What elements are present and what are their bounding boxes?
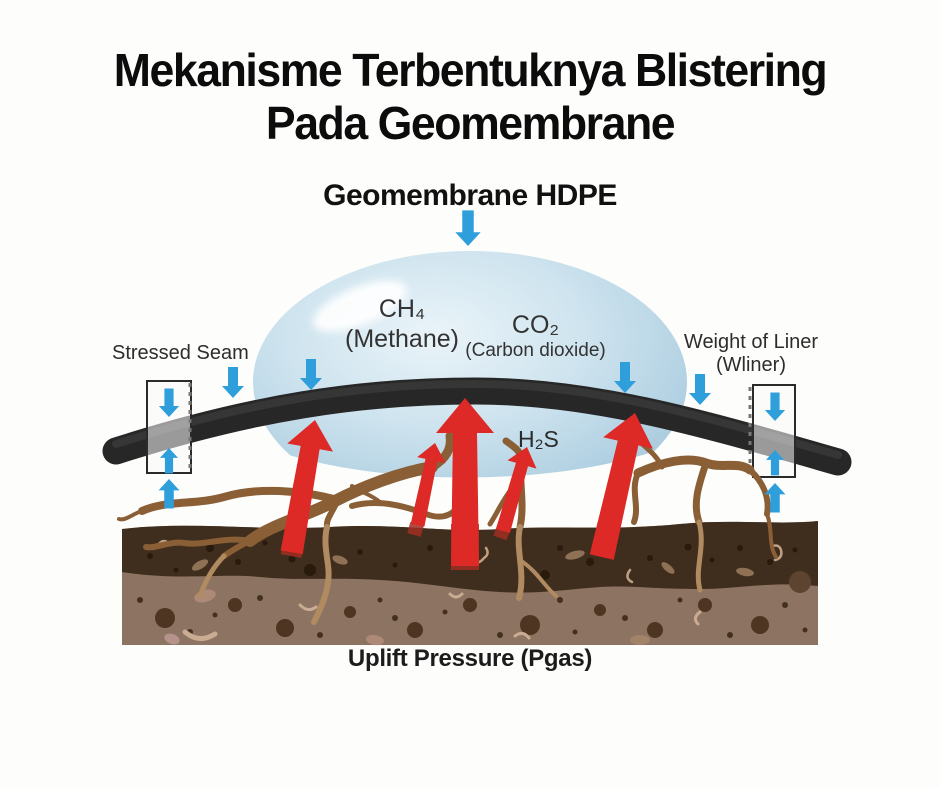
- uplift-pressure-label: Uplift Pressure (Pgas): [347, 645, 593, 672]
- membrane-pointer-arrow: [455, 210, 481, 246]
- title-line-2: Pada Geomembrane: [265, 97, 676, 149]
- co2-formula: CO₂: [511, 311, 560, 339]
- carbon-dioxide-label: CO₂ (Carbon dioxide): [453, 311, 618, 362]
- ch4-formula: CH₄: [378, 295, 426, 323]
- hydrogen-sulfide-label: H₂S: [518, 426, 559, 452]
- soil-worm-squiggles-lower: [182, 592, 702, 641]
- weight-arrow-down: [222, 367, 244, 398]
- soil-speckles-pills: [191, 550, 811, 593]
- stressed-seam-label: Stressed Seam: [112, 342, 249, 364]
- geomembrane-liner: [102, 377, 852, 476]
- title-line-1: Mekanisme Terbentuknya Blistering: [113, 44, 828, 96]
- roots-right-cluster: [631, 437, 778, 559]
- ch4-name: (Methane): [345, 325, 459, 353]
- weight-of-liner-label: Weight of Liner (Wliner): [666, 331, 836, 377]
- soil-dots-lower-layer: [137, 595, 808, 638]
- soil-pebbles-lower-layer: [164, 589, 650, 646]
- bubble-highlight: [313, 280, 407, 332]
- soil-blobs-lower-layer: [155, 598, 769, 638]
- roots-underground: [197, 519, 704, 625]
- weight-arrow-down: [689, 374, 711, 405]
- weight-label-line-1: Weight of Liner: [683, 331, 819, 353]
- co2-name: (Carbon dioxide): [465, 340, 606, 361]
- weight-label-line-2: (Wliner): [716, 354, 786, 376]
- membrane-label: Geomembrane HDPE: [323, 179, 617, 212]
- page-title: Mekanisme Terbentuknya Blistering Pada G…: [14, 44, 926, 150]
- methane-label: CH₄ (Methane): [322, 294, 482, 354]
